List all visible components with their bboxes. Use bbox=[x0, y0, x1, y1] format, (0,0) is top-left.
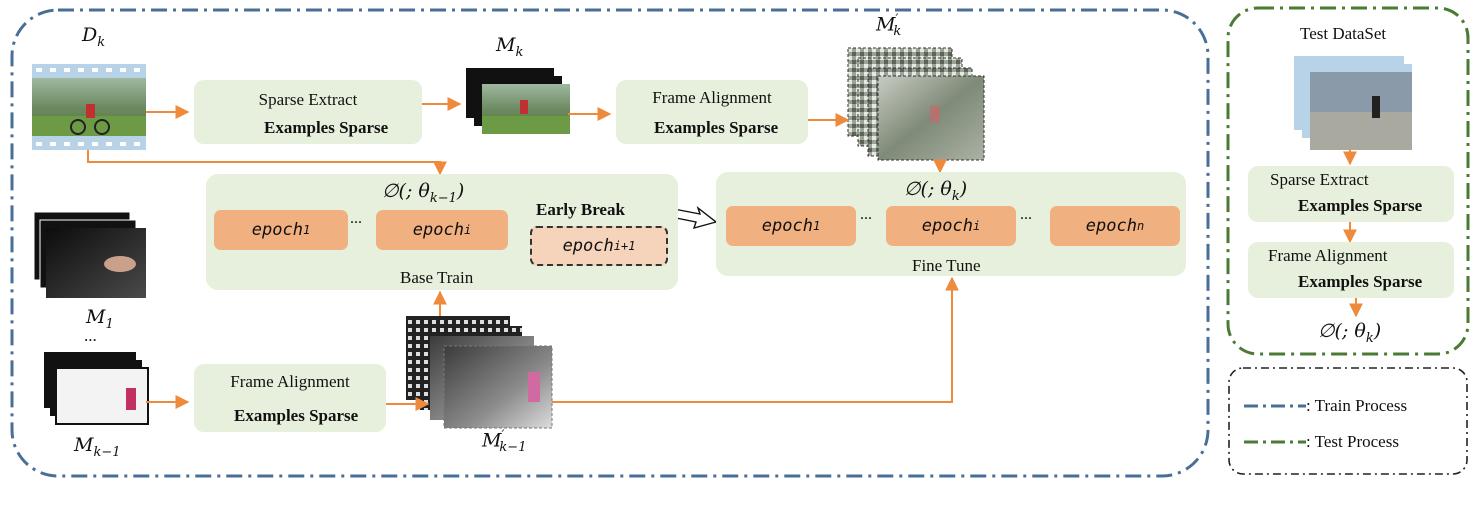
test-process-border bbox=[1226, 6, 1470, 356]
flow-arrows bbox=[87, 97, 1363, 411]
mkm1-prime-label: M′k−1 bbox=[482, 428, 527, 456]
test-sparse-extract-sub: Examples Sparse bbox=[1298, 196, 1423, 215]
dk-label: Dk bbox=[82, 24, 106, 50]
sparse-extract-box: Sparse Extract Examples Sparse bbox=[194, 80, 422, 144]
m1-label: M1 bbox=[86, 306, 114, 332]
fine-epoch-dots-2: ... bbox=[1020, 206, 1032, 223]
legend-test-label: : Test Process bbox=[1306, 432, 1399, 451]
train-process-border bbox=[10, 8, 1210, 478]
sparse-extract-sub: Examples Sparse bbox=[264, 118, 389, 137]
test-frame-alignment-box: Frame Alignment Examples Sparse bbox=[1248, 242, 1454, 298]
legend-border bbox=[1228, 367, 1468, 475]
fine-epoch-dots-1: ... bbox=[860, 206, 872, 223]
mkm1-label: Mk−1 bbox=[74, 434, 121, 460]
test-frame-alignment-sub: Examples Sparse bbox=[1298, 272, 1423, 291]
test-frame-stack-icon bbox=[1294, 56, 1412, 150]
frame-alignment-box-2: Frame Alignment Examples Sparse bbox=[194, 364, 386, 432]
frame-alignment-box: Frame Alignment Examples Sparse bbox=[616, 80, 808, 144]
noisy-frame-stack-icon bbox=[847, 47, 985, 161]
early-break-label: Early Break bbox=[536, 200, 625, 219]
test-sparse-extract-title: Sparse Extract bbox=[1270, 170, 1369, 189]
frame-alignment-sub: Examples Sparse bbox=[654, 118, 779, 137]
legend-train-label: : Train Process bbox=[1306, 396, 1408, 415]
test-frame-alignment-title: Frame Alignment bbox=[1268, 246, 1388, 265]
fine-tune-theta: ∅(; θk) bbox=[904, 178, 968, 204]
gray-frame-stack-icon bbox=[406, 316, 553, 429]
test-sparse-extract-box: Sparse Extract Examples Sparse bbox=[1248, 166, 1454, 222]
video-frame-stack-icon bbox=[466, 68, 570, 134]
mk-label: Mk bbox=[496, 34, 524, 60]
base-epoch-dots: ... bbox=[350, 210, 362, 227]
sparse-extract-title: Sparse Extract bbox=[258, 90, 358, 109]
test-dataset-title: Test DataSet bbox=[1300, 24, 1387, 43]
frame-alignment-2-sub: Examples Sparse bbox=[234, 406, 359, 425]
base-train-label: Base Train bbox=[400, 268, 474, 287]
test-theta: ∅(; θk) bbox=[1318, 320, 1382, 346]
base-train-theta: ∅(; θk−1) bbox=[382, 180, 465, 206]
fine-tune-label: Fine Tune bbox=[912, 256, 981, 275]
frame-alignment-2-title: Frame Alignment bbox=[230, 372, 350, 391]
stack-ellipsis: ... bbox=[84, 326, 97, 345]
frame-alignment-title: Frame Alignment bbox=[652, 88, 772, 107]
whiteboard-frame-stack-icon bbox=[44, 352, 149, 425]
film-strip-icon bbox=[32, 64, 146, 150]
mk-prime-label: M′k bbox=[876, 12, 902, 40]
dark-frame-stack-icon bbox=[33, 211, 146, 298]
